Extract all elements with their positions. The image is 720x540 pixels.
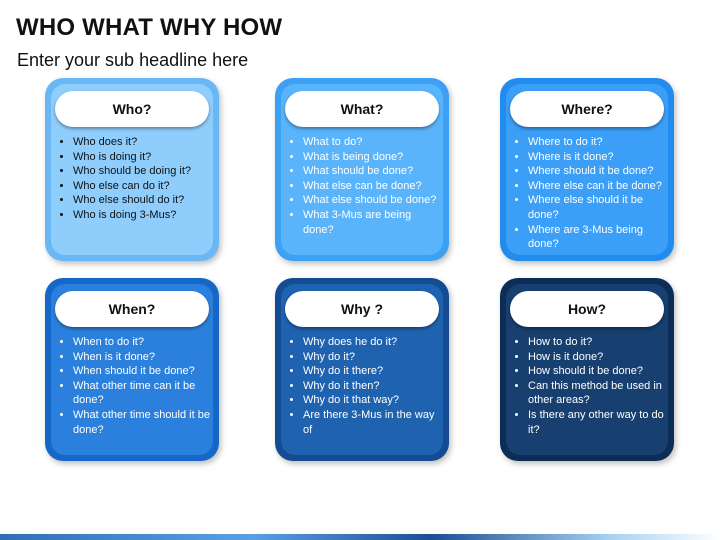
card-how-list: How to do it? How is it done? How should…	[514, 335, 666, 437]
list-item: Who is doing 3-Mus?	[73, 208, 211, 223]
card-who-list: Who does it? Who is doing it? Who should…	[59, 135, 211, 223]
list-item: Who does it?	[73, 135, 211, 150]
card-where: Where? Where to do it? Where is it done?…	[500, 78, 674, 261]
card-when-list: When to do it? When is it done? When sho…	[59, 335, 211, 437]
card-who: Who? Who does it? Who is doing it? Who s…	[45, 78, 219, 261]
card-when: When? When to do it? When is it done? Wh…	[45, 278, 219, 461]
list-item: What else can be done?	[303, 179, 441, 194]
card-who-heading: Who?	[55, 91, 209, 127]
list-item: Who else can do it?	[73, 179, 211, 194]
list-item: What is being done?	[303, 150, 441, 165]
list-item: When is it done?	[73, 350, 211, 365]
list-item: Who is doing it?	[73, 150, 211, 165]
list-item: Why do it that way?	[303, 393, 441, 408]
list-item: Can this method be used in other areas?	[528, 379, 666, 408]
card-why: Why ? Why does he do it? Why do it? Why …	[275, 278, 449, 461]
list-item: Why do it?	[303, 350, 441, 365]
list-item: Are there 3-Mus in the way of	[303, 408, 441, 437]
list-item: How to do it?	[528, 335, 666, 350]
list-item: Why do it there?	[303, 364, 441, 379]
list-item: How is it done?	[528, 350, 666, 365]
card-how: How? How to do it? How is it done? How s…	[500, 278, 674, 461]
list-item: What 3-Mus are being done?	[303, 208, 441, 237]
list-item: What other time should it be done?	[73, 408, 211, 437]
list-item: Where else can it be done?	[528, 179, 666, 194]
list-item: What other time can it be done?	[73, 379, 211, 408]
card-when-heading: When?	[55, 291, 209, 327]
card-why-list: Why does he do it? Why do it? Why do it …	[289, 335, 441, 437]
bottom-decorative-bar	[0, 534, 720, 540]
card-what-list: What to do? What is being done? What sho…	[289, 135, 441, 237]
list-item: Where is it done?	[528, 150, 666, 165]
page-title: WHO WHAT WHY HOW	[16, 14, 283, 41]
card-what-heading: What?	[285, 91, 439, 127]
list-item: How should it be done?	[528, 364, 666, 379]
card-how-heading: How?	[510, 291, 664, 327]
list-item: Where to do it?	[528, 135, 666, 150]
list-item: Where else should it be done?	[528, 193, 666, 222]
list-item: When to do it?	[73, 335, 211, 350]
list-item: What else should be done?	[303, 193, 441, 208]
list-item: Who should be doing it?	[73, 164, 211, 179]
list-item: What to do?	[303, 135, 441, 150]
list-item: Where are 3-Mus being done?	[528, 223, 666, 252]
list-item: Where should it be done?	[528, 164, 666, 179]
list-item: What should be done?	[303, 164, 441, 179]
page-subtitle: Enter your sub headline here	[17, 50, 249, 70]
list-item: Who else should do it?	[73, 193, 211, 208]
card-where-list: Where to do it? Where is it done? Where …	[514, 135, 666, 252]
list-item: Is there any other way to do it?	[528, 408, 666, 437]
list-item: Why does he do it?	[303, 335, 441, 350]
list-item: Why do it then?	[303, 379, 441, 394]
card-why-heading: Why ?	[285, 291, 439, 327]
card-where-heading: Where?	[510, 91, 664, 127]
list-item: When should it be done?	[73, 364, 211, 379]
card-what: What? What to do? What is being done? Wh…	[275, 78, 449, 261]
